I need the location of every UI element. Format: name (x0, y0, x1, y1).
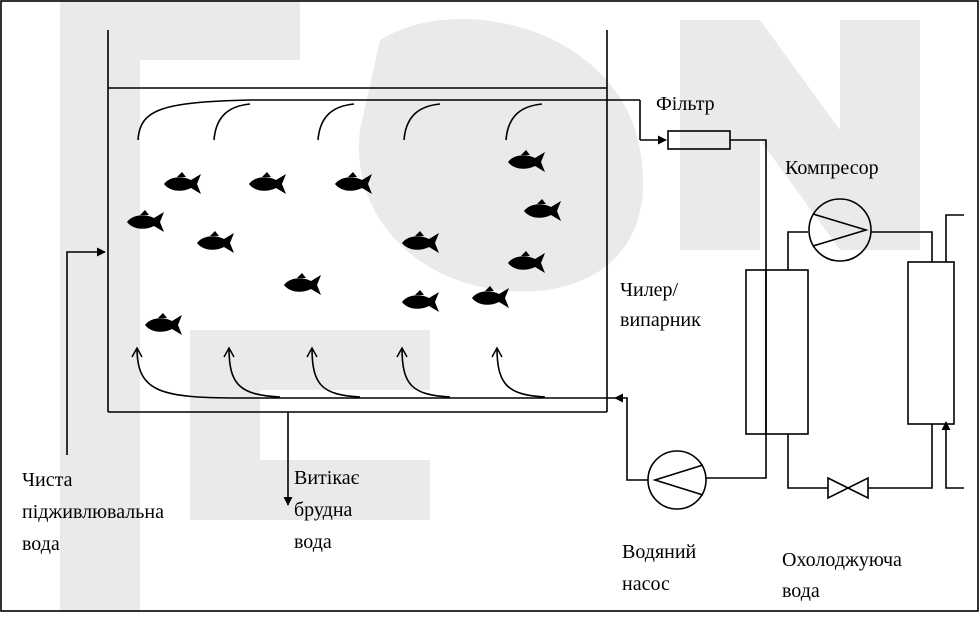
fish-icon (249, 172, 286, 194)
filter-label: Фільтр (656, 93, 715, 115)
condenser (907, 214, 964, 489)
fish-icon (284, 273, 321, 295)
bottom-flow-curves (131, 346, 615, 399)
cooling-water-label: Охолоджуюча вода (782, 549, 907, 602)
top-flow-curves (137, 99, 640, 141)
expansion-valve (827, 476, 869, 500)
dirty-water-label: Витікає брудна вода (294, 467, 364, 553)
refrigerant-loop (787, 198, 933, 500)
clean-water-inlet (66, 247, 106, 455)
fish-icon (145, 313, 182, 335)
watermark (60, 0, 920, 612)
pump-label: Водяний насос (622, 541, 701, 595)
fish-icon (164, 172, 201, 194)
fish-icon (197, 231, 234, 253)
clean-water-label: Чиста підживлювальна вода (22, 469, 169, 555)
fish-tank (107, 30, 608, 413)
water-pump (614, 393, 707, 510)
compressor-label: Компресор (785, 157, 879, 179)
compressor (808, 198, 872, 262)
chiller-evaporator (745, 269, 809, 435)
fish-icon (402, 290, 439, 312)
chiller-label: Чилер/ випарник (620, 279, 701, 331)
